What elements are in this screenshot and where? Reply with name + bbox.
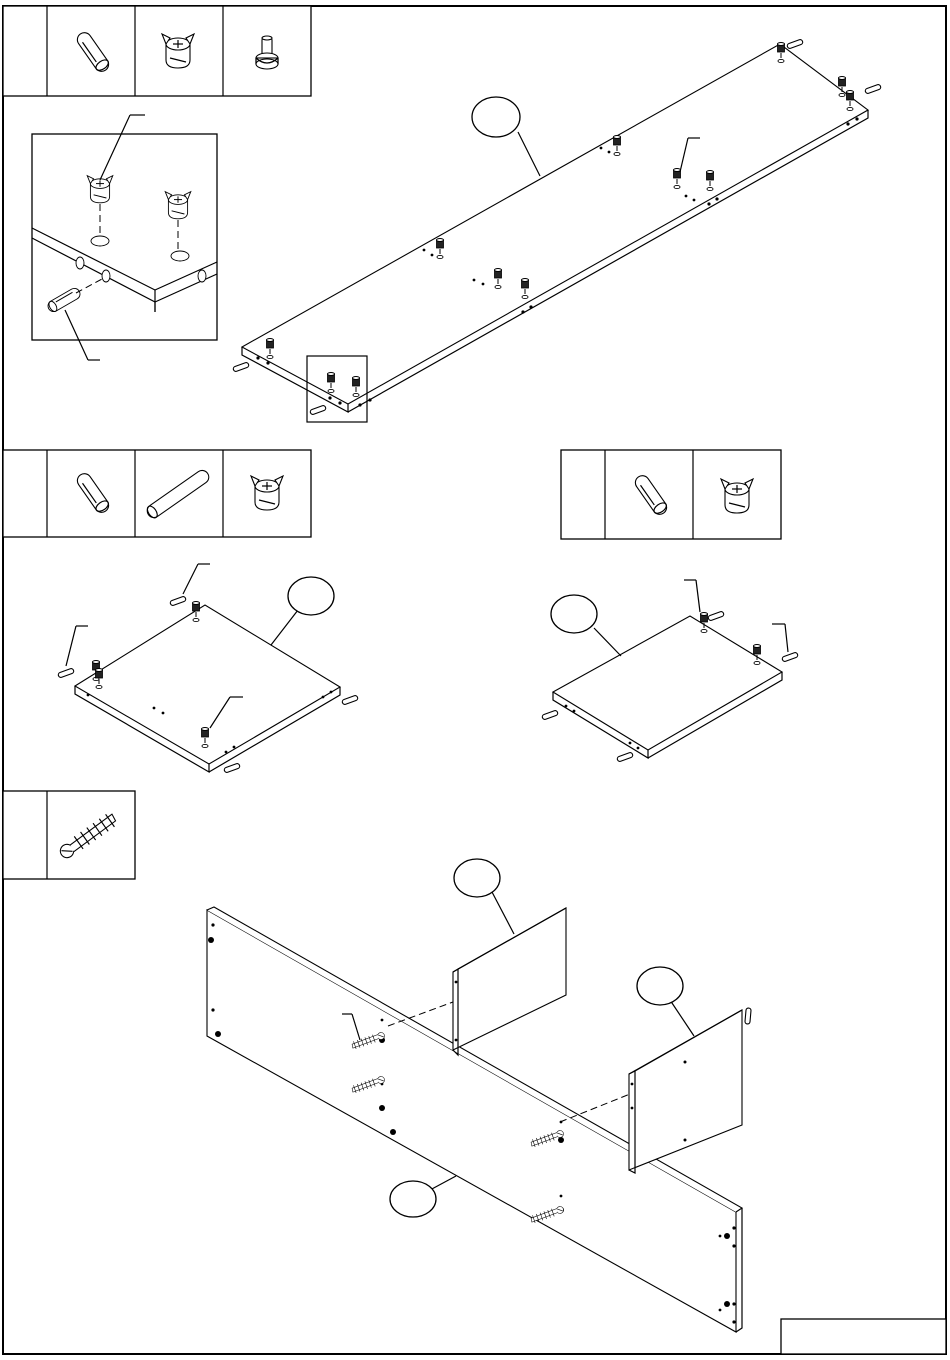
cam-lock-icon [251,476,283,510]
step-3-fittings-box [561,450,781,539]
side-panel-left [58,564,359,773]
part-label-bubble-6 [390,1181,436,1217]
final-assembly [207,859,751,1332]
detail-inset [32,115,217,360]
step-4-fittings-box [3,791,135,879]
step-1-fittings-box [3,6,311,96]
part-label-bubble-5 [637,967,683,1005]
part-label-bubble-3 [551,595,597,633]
cam-lock-icon [162,34,194,68]
page-number-box [781,1319,946,1354]
part-label-bubble-2 [288,577,334,615]
side-panel-right [542,580,799,762]
long-panel [233,39,882,422]
cam-lock-icon [721,479,753,513]
part-label-bubble-4 [454,859,500,897]
step-2-fittings-box [3,450,311,537]
part-label-bubble-1 [472,97,520,137]
